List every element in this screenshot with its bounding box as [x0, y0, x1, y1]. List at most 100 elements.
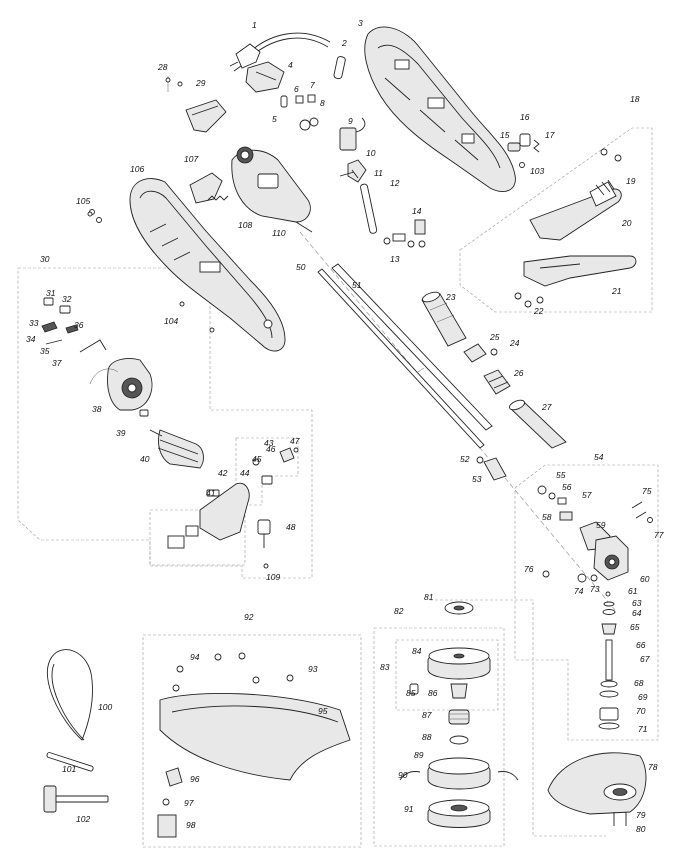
part-label-34: 34 — [26, 334, 36, 344]
part-label-45: 45 — [252, 454, 262, 464]
part-label-89: 89 — [414, 750, 424, 760]
part-label-96: 96 — [190, 774, 200, 784]
part-label-63: 63 — [632, 598, 642, 608]
part-housing-half-top — [364, 26, 516, 192]
part-label-110: 110 — [272, 228, 286, 238]
part-label-11: 11 — [374, 168, 383, 178]
part-label-7: 7 — [310, 80, 315, 90]
part-gear-head-assembly — [537, 485, 629, 730]
group-54-outline — [514, 464, 659, 741]
part-handle-cap-28-29 — [165, 76, 227, 133]
part-label-50: 50 — [296, 262, 306, 272]
part-label-105: 105 — [76, 196, 90, 206]
part-label-76: 76 — [524, 564, 534, 574]
part-switch-cover — [245, 61, 285, 93]
part-label-83: 83 — [380, 662, 390, 672]
part-label-47: 47 — [290, 436, 300, 446]
part-label-102: 102 — [76, 814, 90, 824]
part-label-91: 91 — [404, 804, 414, 814]
part-label-13: 13 — [390, 254, 400, 264]
part-label-14: 14 — [412, 206, 422, 216]
part-label-65: 65 — [630, 622, 640, 632]
part-label-41: 41 — [206, 488, 216, 498]
part-spring-108 — [207, 195, 229, 201]
part-label-103: 103 — [530, 166, 544, 176]
part-label-29: 29 — [195, 78, 206, 88]
part-label-2: 2 — [341, 38, 347, 48]
part-lever-11-14 — [360, 183, 426, 248]
part-label-60: 60 — [640, 574, 650, 584]
part-trimmer-head — [399, 601, 519, 828]
part-label-53: 53 — [472, 474, 482, 484]
part-label-57: 57 — [582, 490, 592, 500]
part-label-10: 10 — [366, 148, 376, 158]
part-label-93: 93 — [308, 664, 318, 674]
part-label-46: 46 — [266, 444, 276, 454]
part-label-25: 25 — [489, 332, 500, 342]
shaft-axis — [299, 231, 616, 611]
part-label-27: 27 — [541, 402, 552, 412]
part-label-70: 70 — [636, 706, 646, 716]
part-label-66: 66 — [636, 640, 646, 650]
part-label-42: 42 — [218, 468, 228, 478]
part-label-36: 36 — [74, 320, 84, 330]
part-motor-cap-107 — [189, 172, 223, 204]
part-label-40: 40 — [140, 454, 150, 464]
shaft-tube-50 — [317, 268, 485, 449]
part-label-5: 5 — [272, 114, 277, 124]
part-label-59: 59 — [596, 520, 606, 530]
part-label-64: 64 — [632, 608, 642, 618]
part-label-90: 90 — [398, 770, 408, 780]
part-power-cord — [229, 32, 331, 72]
part-label-71: 71 — [638, 724, 648, 734]
part-label-85: 85 — [406, 688, 416, 698]
part-label-35: 35 — [40, 346, 50, 356]
part-label-92: 92 — [244, 612, 254, 622]
part-label-61: 61 — [628, 586, 638, 596]
part-label-39: 39 — [116, 428, 126, 438]
part-label-44: 44 — [240, 468, 250, 478]
group-outlines — [17, 127, 659, 848]
part-motor-110 — [231, 146, 313, 233]
part-label-24: 24 — [509, 338, 520, 348]
part-coupling-52-53 — [476, 456, 507, 481]
group-82-outline — [373, 627, 505, 847]
part-label-74: 74 — [574, 586, 584, 596]
part-label-28: 28 — [157, 62, 168, 72]
part-label-1: 1 — [252, 20, 257, 30]
part-hardware-15-17 — [507, 133, 540, 168]
part-label-3: 3 — [358, 18, 363, 28]
group-30-outline — [17, 267, 313, 579]
part-tools-100-102 — [43, 649, 109, 813]
part-label-108: 108 — [238, 220, 252, 230]
part-misc-screws — [87, 211, 269, 569]
part-label-73: 73 — [590, 584, 600, 594]
part-label-32: 32 — [62, 294, 72, 304]
part-label-37: 37 — [52, 358, 62, 368]
part-motor-internals — [41, 297, 204, 469]
part-label-20: 20 — [621, 218, 632, 228]
part-label-17: 17 — [545, 130, 555, 140]
group-18-outline — [459, 127, 653, 313]
part-switch-assembly — [339, 117, 367, 183]
part-clamps-24-27 — [463, 343, 567, 449]
part-label-58: 58 — [542, 512, 552, 522]
part-label-33: 33 — [29, 318, 39, 328]
part-label-78: 78 — [648, 762, 658, 772]
part-label-30: 30 — [40, 254, 50, 264]
part-label-51: 51 — [352, 280, 362, 290]
part-label-6: 6 — [294, 84, 299, 94]
part-label-52: 52 — [460, 454, 470, 464]
group-inner-41-outline — [149, 509, 246, 566]
part-small-hardware-5-8 — [280, 94, 319, 131]
part-label-82: 82 — [394, 606, 404, 616]
part-label-87: 87 — [422, 710, 432, 720]
part-label-23: 23 — [445, 292, 456, 302]
part-shaft-tubes — [317, 263, 493, 449]
part-label-68: 68 — [634, 678, 644, 688]
group-83-outline — [395, 639, 499, 711]
part-label-54: 54 — [594, 452, 604, 462]
part-label-95: 95 — [318, 706, 328, 716]
part-label-15: 15 — [500, 130, 510, 140]
